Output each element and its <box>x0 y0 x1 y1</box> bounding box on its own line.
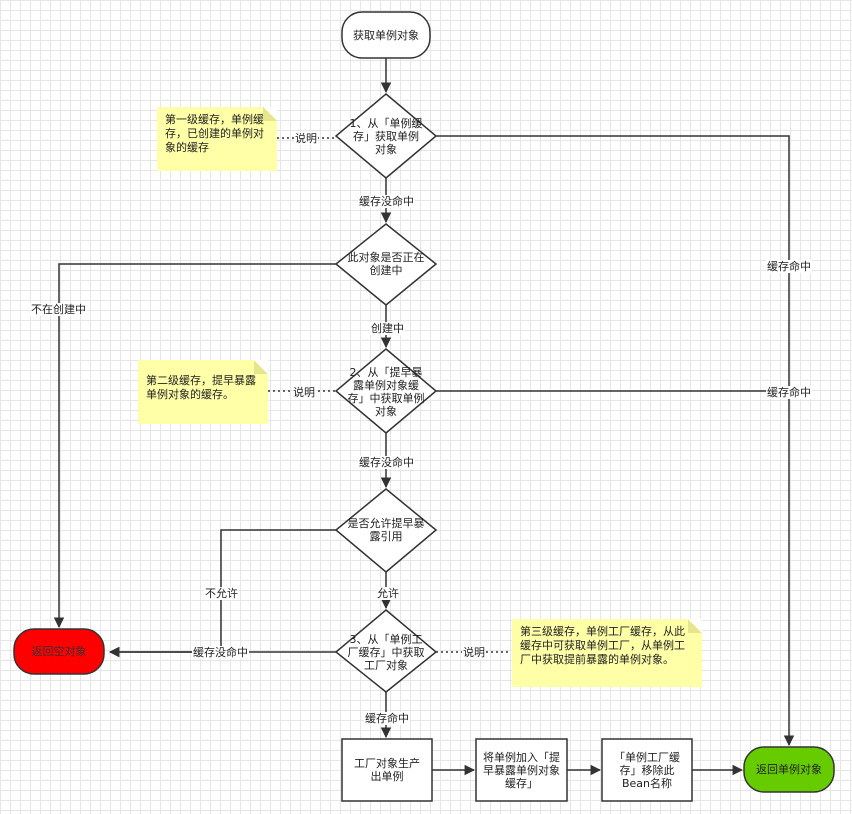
label-allow: 允许 <box>376 587 400 600</box>
label-cache-hit-2: 缓存命中 <box>766 386 812 399</box>
decision-3 <box>334 348 438 434</box>
label-explain-2: 说明 <box>292 386 316 399</box>
label-disallow: 不允许 <box>204 587 239 600</box>
decision-5 <box>334 609 438 693</box>
label-explain-3: 说明 <box>462 646 486 659</box>
decision-5-text: 3、从「单例工厂缓存」中获取工厂对象 <box>347 632 425 672</box>
return-obj-terminal <box>743 746 835 793</box>
note-level1-text: 第一级缓存，单例缓存，已创建的单例对象的缓存 <box>165 113 264 154</box>
note-level2-cache: 第二级缓存，提早暴露单例对象的缓存。 <box>138 360 268 424</box>
note-level2-text: 第二级缓存，提早暴露单例对象的缓存。 <box>146 374 256 401</box>
process-3 <box>601 738 693 802</box>
note-level3-cache: 第三级缓存，单例工厂缓存，从此缓存中可获取单例工厂，从单例工厂中获取提前暴露的单… <box>512 619 702 687</box>
start-terminal <box>341 11 431 59</box>
decision-1 <box>334 93 438 179</box>
connectors <box>53 58 795 776</box>
decision-3-text: 2、从「提早暴露单例对象缓存」中获取单例对象 <box>347 366 425 418</box>
start-text: 获取单例对象 <box>353 28 419 42</box>
label-cache-hit-3: 缓存命中 <box>364 712 410 725</box>
note-level1-cache: 第一级缓存，单例缓存，已创建的单例对象的缓存 <box>157 107 277 171</box>
process-3-text: 「单例工厂缓存」移除此Bean名称 <box>614 750 680 790</box>
label-not-creating: 不在创建中 <box>30 303 87 316</box>
return-null-terminal <box>13 628 105 675</box>
note-fold-icon <box>254 360 268 374</box>
decision-2-text: 此对象是否正在创建中 <box>347 251 425 277</box>
decision-1-text: 1、从「单例缓存」获取单例对象 <box>349 116 423 156</box>
shapes <box>13 11 835 802</box>
label-cache-miss-2: 缓存没命中 <box>358 456 415 469</box>
process-1-text: 工厂对象生产出单例 <box>354 757 420 783</box>
decision-2 <box>334 223 438 306</box>
edge-d2-return-null <box>53 263 336 629</box>
process-2-text: 将单例加入「提早暴露单例对象缓存」 <box>483 750 560 790</box>
label-explain-1: 说明 <box>294 132 318 145</box>
process-1 <box>341 738 433 802</box>
note-level3-text: 第三级缓存，单例工厂缓存，从此缓存中可获取单例工厂，从单例工厂中获取提前暴露的单… <box>520 625 685 666</box>
process-2 <box>475 738 568 802</box>
return-null-text: 返回空对象 <box>31 645 87 658</box>
label-creating: 创建中 <box>370 322 405 335</box>
label-cache-hit-1: 缓存命中 <box>766 260 812 273</box>
label-cache-miss-3: 缓存没命中 <box>192 646 249 659</box>
note-fold-icon <box>688 619 702 633</box>
decision-4-text: 是否允许提早暴露引用 <box>347 517 425 543</box>
edge-d1-return-obj <box>436 135 795 747</box>
note-fold-icon <box>263 107 277 121</box>
decision-4 <box>334 488 438 573</box>
return-obj-text: 返回单例对象 <box>756 763 822 776</box>
label-cache-miss-1: 缓存没命中 <box>358 195 415 208</box>
